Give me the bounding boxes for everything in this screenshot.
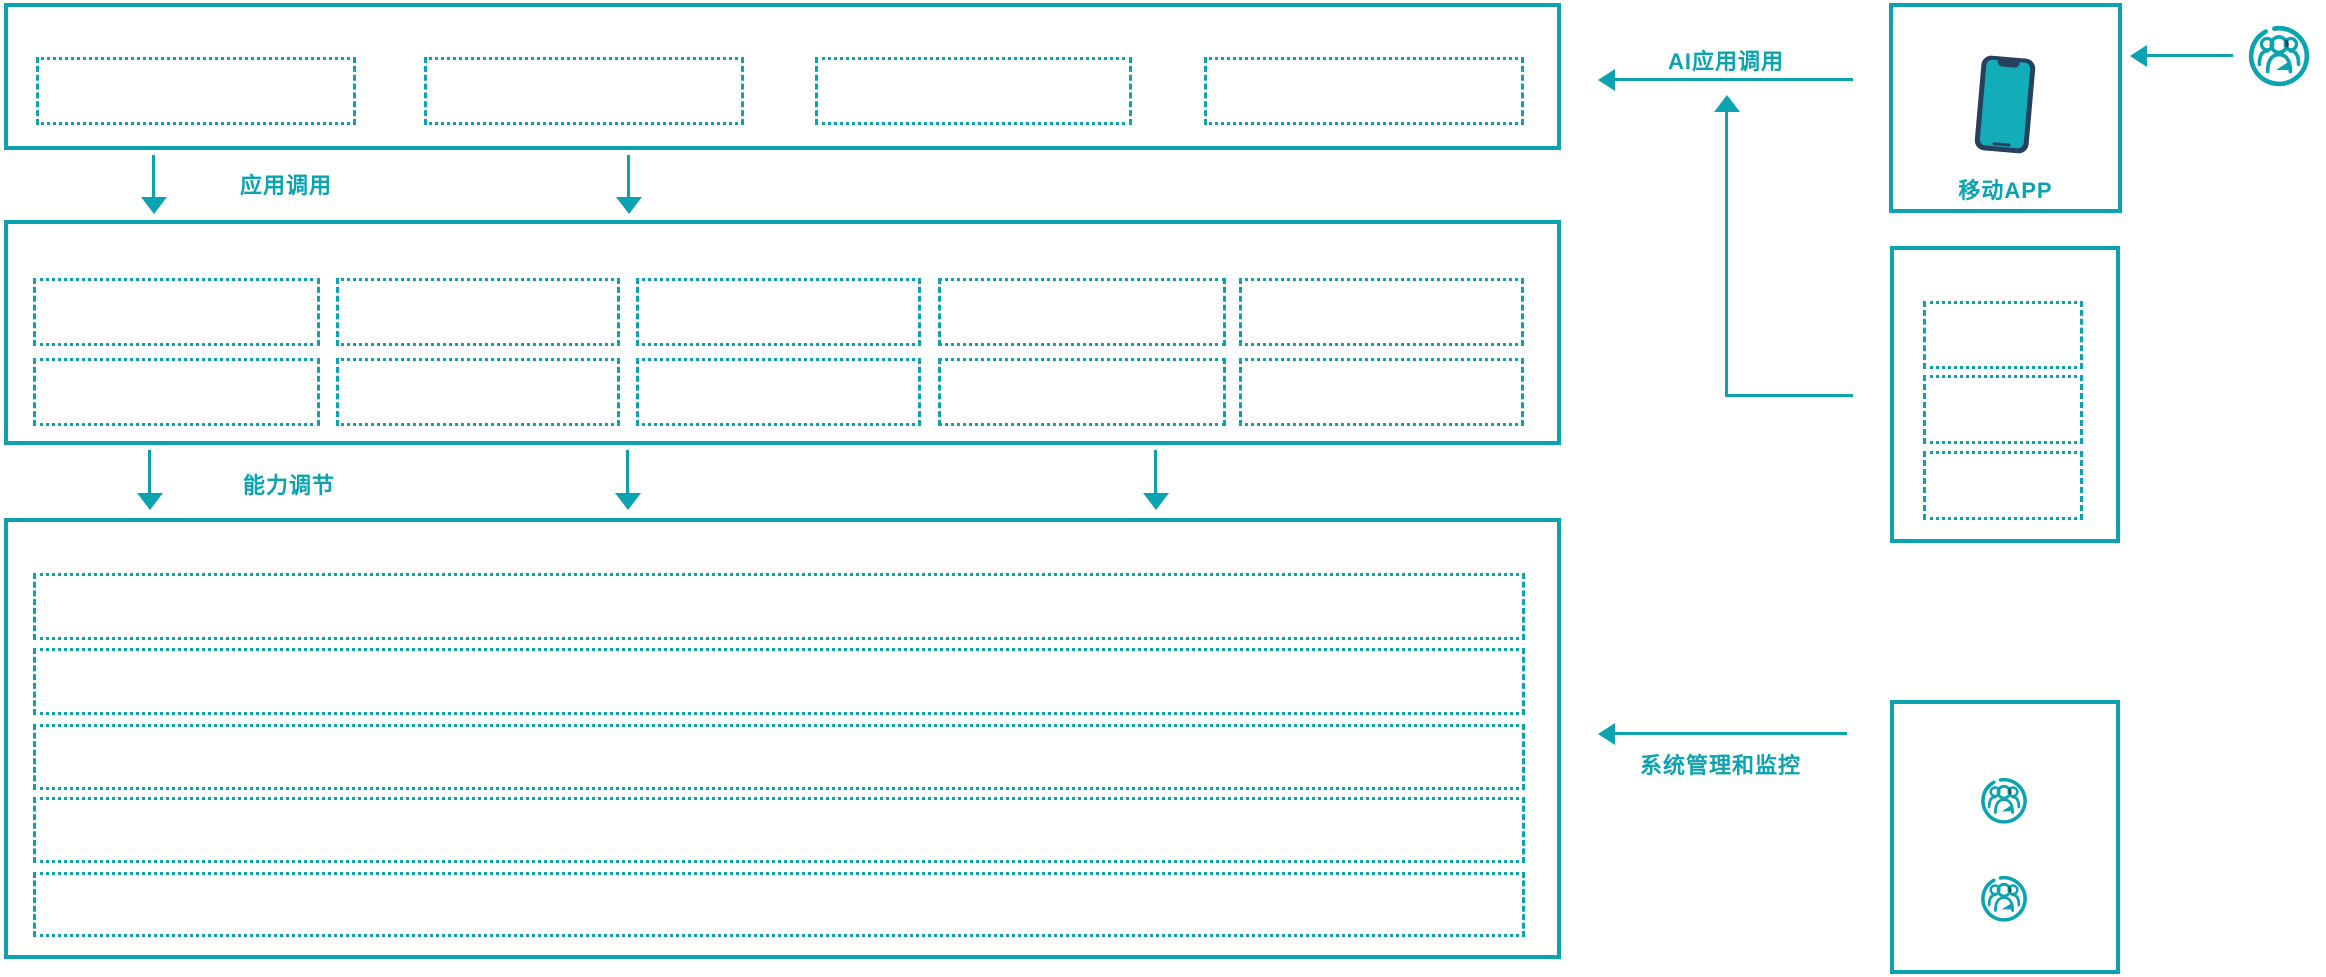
service-placeholder-box bbox=[636, 358, 921, 426]
capability-label: 能力调节 bbox=[243, 473, 336, 498]
service-placeholder-box bbox=[33, 358, 320, 426]
admin-panel bbox=[1890, 700, 2120, 974]
user-group-icon bbox=[1979, 775, 2029, 825]
service-placeholder-box bbox=[1239, 358, 1524, 426]
service-placeholder-box bbox=[938, 358, 1226, 426]
user-group-icon bbox=[2246, 22, 2312, 88]
capability-row-box bbox=[33, 573, 1525, 640]
service-placeholder-box bbox=[336, 278, 620, 346]
service-placeholder-box bbox=[636, 278, 921, 346]
capability-row-box bbox=[33, 648, 1525, 715]
capability-row-box bbox=[33, 724, 1525, 790]
capability-row-box bbox=[33, 797, 1525, 863]
api-placeholder-box bbox=[1923, 451, 2083, 520]
app-placeholder-box bbox=[1204, 57, 1524, 125]
user-group-icon bbox=[1979, 873, 2029, 923]
app-placeholder-box bbox=[424, 57, 744, 125]
system-monitor-label: 系统管理和监控 bbox=[1640, 753, 1802, 778]
api-placeholder-box bbox=[1923, 301, 2083, 369]
api-placeholder-box bbox=[1923, 375, 2083, 444]
service-placeholder-box bbox=[1239, 278, 1524, 346]
capability-row-box bbox=[33, 872, 1525, 937]
up-arrow-icon bbox=[1714, 95, 1740, 112]
service-placeholder-box bbox=[938, 278, 1226, 346]
ai-app-call-label: AI应用调用 bbox=[1668, 49, 1785, 74]
smartphone-icon bbox=[1973, 54, 2037, 155]
app-placeholder-box bbox=[815, 57, 1132, 125]
service-placeholder-box bbox=[336, 358, 620, 426]
app-placeholder-box bbox=[36, 57, 356, 125]
app-call-label: 应用调用 bbox=[240, 173, 333, 198]
mobile-app-label: 移动APP bbox=[1958, 178, 2053, 203]
service-placeholder-box bbox=[33, 278, 320, 346]
